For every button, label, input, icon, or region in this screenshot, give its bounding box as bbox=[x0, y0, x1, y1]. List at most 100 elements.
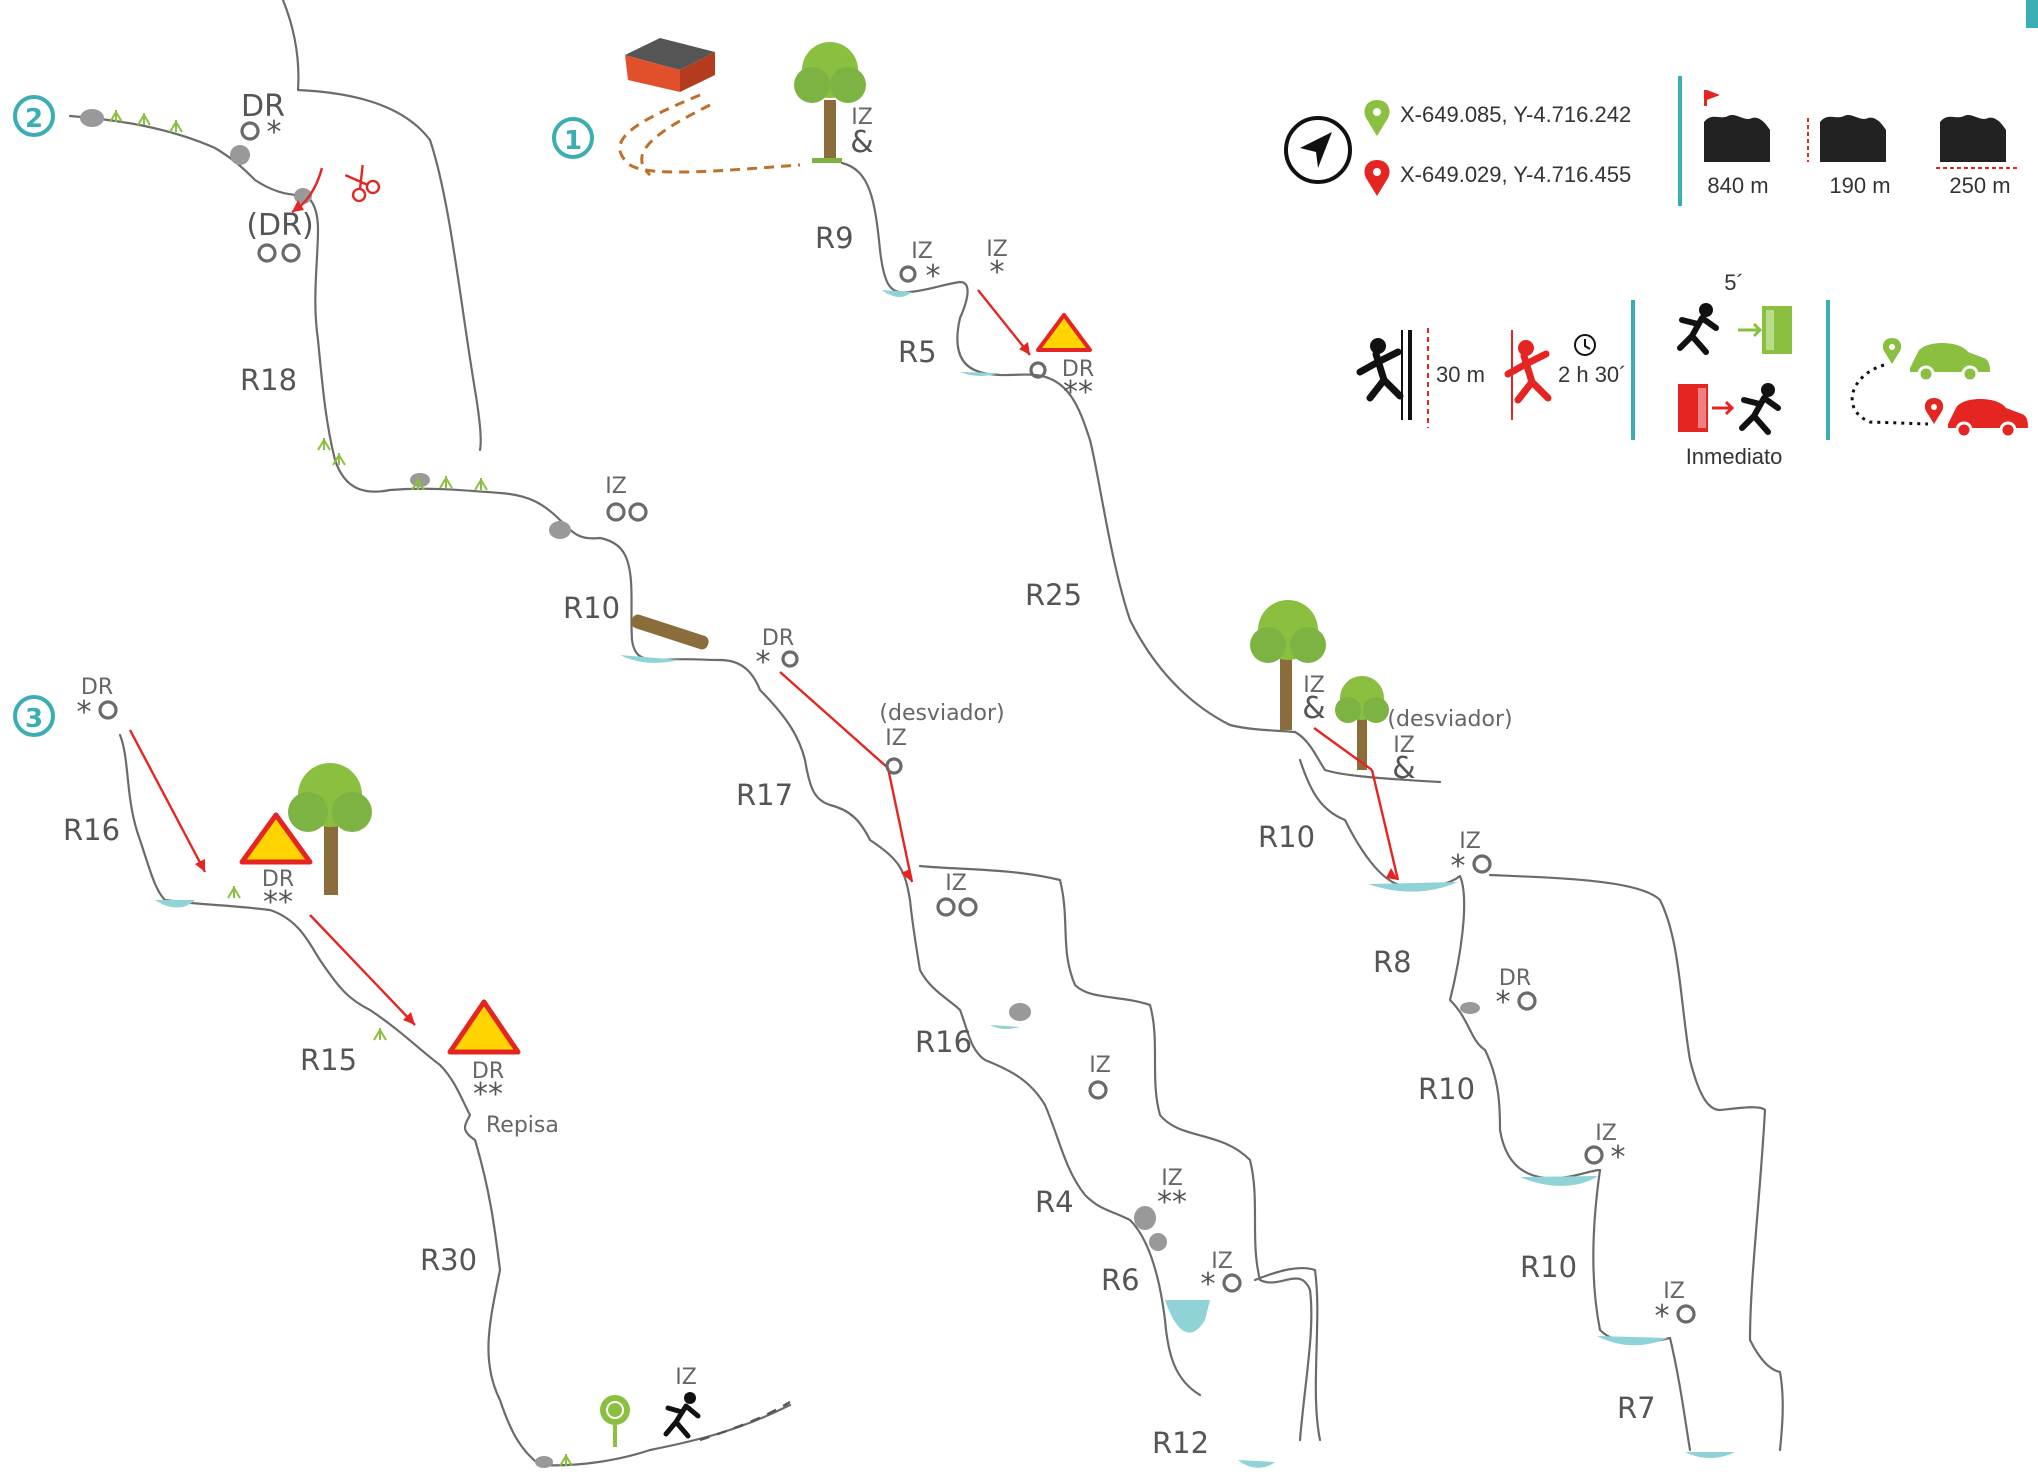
rock-icon bbox=[230, 145, 250, 165]
piton-star-icon: * bbox=[926, 259, 941, 294]
grass-icon bbox=[373, 1028, 387, 1041]
piton-star-icon: * bbox=[1655, 1299, 1670, 1334]
pool-icon bbox=[1597, 1336, 1668, 1346]
desviador-label: (desviador) bbox=[879, 701, 1004, 726]
bolt-ring-icon bbox=[1517, 991, 1537, 1011]
section-3: 3 DR * R16 DR ** R15 DR ** Repisa R bbox=[13, 675, 792, 1468]
anchor-side-label: IZ bbox=[605, 474, 627, 499]
arrowhead-icon bbox=[1386, 868, 1398, 880]
rock-icon bbox=[80, 109, 104, 127]
desviador-label: (desviador) bbox=[1387, 707, 1512, 732]
runner-icon bbox=[663, 1392, 701, 1439]
lollipop-icon bbox=[600, 1395, 630, 1447]
route-arrow bbox=[309, 914, 416, 1026]
tree-icon bbox=[288, 763, 372, 895]
canyon-wall bbox=[1298, 758, 1692, 1452]
section-number-badge bbox=[13, 95, 55, 137]
repisa-label: Repisa bbox=[486, 1113, 559, 1138]
bolt-ring-icon bbox=[257, 243, 277, 263]
log-icon bbox=[631, 614, 709, 650]
pool-icon bbox=[1165, 1300, 1210, 1333]
rappel-label: R4 bbox=[1035, 1185, 1074, 1219]
anchor-side-label: DR bbox=[241, 89, 285, 124]
corner-tab bbox=[2026, 0, 2038, 28]
anchor-side-label: DR bbox=[1062, 357, 1094, 382]
tree-anchor-amp: & bbox=[850, 125, 873, 160]
approach-path bbox=[640, 103, 711, 177]
pool-icon bbox=[1685, 1452, 1735, 1458]
rappel-label: R15 bbox=[300, 1043, 357, 1077]
bolt-ring-icon bbox=[1088, 1080, 1108, 1100]
pool-icon bbox=[620, 655, 680, 663]
profile-drop-icon bbox=[1807, 115, 1886, 162]
piton-star-icon: ** bbox=[1157, 1185, 1187, 1220]
time: 2 h 30´ bbox=[1558, 362, 1627, 387]
piton-star-icon: * bbox=[990, 255, 1005, 290]
piton-star-icon: ** bbox=[1063, 375, 1093, 410]
bolt-ring-icon bbox=[1584, 1145, 1604, 1165]
shuttle-path bbox=[1850, 363, 1929, 426]
grass-icon bbox=[332, 453, 346, 466]
anchor-side-label: (DR) bbox=[246, 208, 313, 243]
rock-icon bbox=[549, 521, 571, 539]
piton-star-icon: ** bbox=[473, 1077, 503, 1112]
rock-icon bbox=[1149, 1233, 1167, 1251]
map-pin-red-icon bbox=[1924, 398, 1944, 424]
navigation-arrow-icon bbox=[1300, 132, 1332, 168]
route-arrow bbox=[779, 671, 889, 769]
section-number-badge bbox=[552, 117, 594, 159]
divider bbox=[1678, 76, 1682, 206]
rappel-label: R16 bbox=[63, 813, 120, 847]
rappel-label: R9 bbox=[815, 221, 854, 255]
drop: 190 m bbox=[1829, 173, 1890, 198]
anchor-side-label: IZ bbox=[675, 1365, 697, 1390]
rappel-label: R12 bbox=[1152, 1426, 1209, 1460]
pool-icon bbox=[1520, 1176, 1598, 1186]
pool-icon bbox=[990, 1025, 1020, 1030]
canyon-middle: IZ R10 DR * (desviador) IZ R17 IZ R16 IZ… bbox=[563, 474, 1322, 1468]
anchor-side-label: IZ bbox=[1459, 829, 1481, 854]
anchor-side-label: IZ bbox=[1595, 1121, 1617, 1146]
anchor-side-label: IZ bbox=[1663, 1279, 1685, 1304]
pool-icon bbox=[1368, 882, 1458, 892]
arrowhead-icon bbox=[1019, 342, 1030, 355]
divider bbox=[1631, 300, 1635, 440]
tree-icon bbox=[1335, 676, 1389, 770]
bolt-ring-icon bbox=[628, 502, 648, 522]
rappel-label: R10 bbox=[563, 591, 620, 625]
grass-icon bbox=[411, 478, 425, 491]
piton-star-icon: * bbox=[77, 695, 92, 730]
profile-elevation-icon bbox=[1704, 90, 1770, 162]
grass-icon bbox=[474, 478, 488, 491]
canyon-wall-right bbox=[281, 0, 482, 452]
house-icon bbox=[625, 38, 715, 92]
rock-icon bbox=[535, 1456, 553, 1468]
warning-icon bbox=[239, 812, 313, 865]
bolt-ring-icon bbox=[899, 265, 917, 283]
rock-icon bbox=[1009, 1003, 1031, 1021]
tree-icon bbox=[1250, 600, 1326, 730]
anchor-side-label: IZ bbox=[851, 105, 873, 130]
rappel-label: R8 bbox=[1373, 945, 1412, 979]
route-arrow bbox=[1313, 727, 1373, 771]
warning-icon bbox=[1036, 313, 1092, 352]
canyon-wall bbox=[118, 733, 792, 1467]
route-arrow bbox=[1370, 769, 1400, 881]
anchor-side-label: IZ bbox=[1393, 733, 1415, 758]
piton-star-icon: * bbox=[1201, 1267, 1216, 1302]
bolt-ring-icon bbox=[1472, 854, 1492, 874]
canyon-wall bbox=[1253, 1266, 1322, 1442]
length: 250 m bbox=[1949, 173, 2010, 198]
bolt-ring-icon bbox=[1029, 361, 1047, 379]
arrowhead-icon bbox=[195, 859, 205, 872]
anchor-side-label: IZ bbox=[911, 239, 933, 264]
coord-end: X-649.029, Y-4.716.455 bbox=[1400, 162, 1631, 187]
navigation-arrow-icon bbox=[1284, 116, 1352, 184]
arrowhead-icon bbox=[292, 200, 304, 212]
canyon-wall bbox=[918, 864, 1313, 1442]
grass-icon bbox=[227, 886, 241, 899]
canyon-wall-left bbox=[68, 114, 602, 540]
rappel-label: R5 bbox=[898, 335, 937, 369]
tree-anchor-amp: & bbox=[1392, 751, 1415, 786]
